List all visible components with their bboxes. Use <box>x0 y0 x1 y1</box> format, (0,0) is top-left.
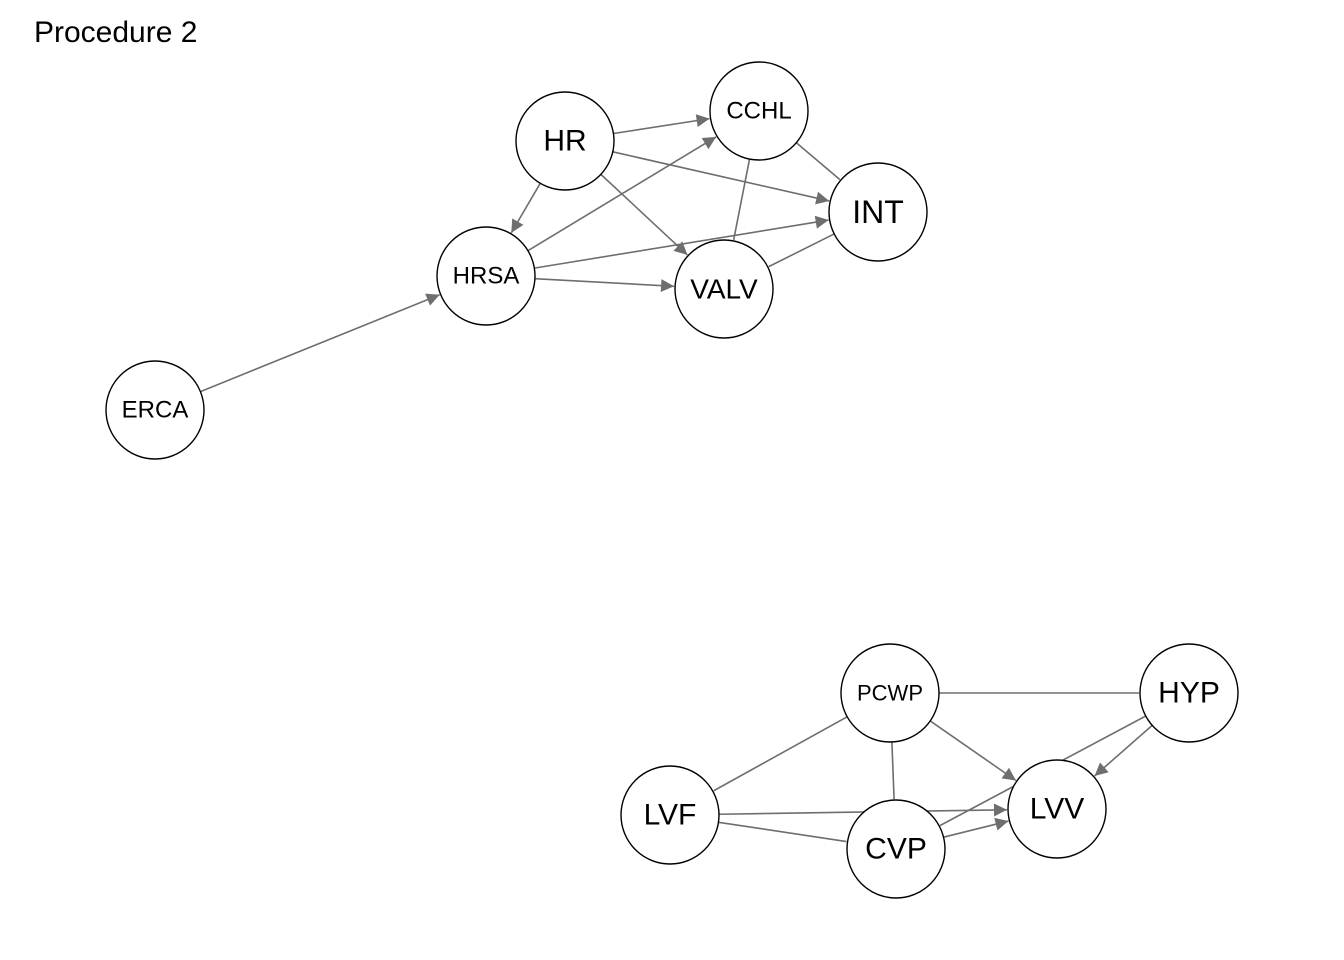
edge-pcwp-cvp <box>891 741 895 800</box>
node-cvp: CVP <box>846 799 946 899</box>
node-label: VALV <box>690 274 758 305</box>
node-circle <box>674 239 774 339</box>
node-lvv: LVV <box>1007 759 1107 859</box>
node-circle <box>840 643 940 743</box>
node-lvf: LVF <box>620 765 720 865</box>
node-cchl: CCHL <box>709 61 809 161</box>
node-circle <box>105 360 205 460</box>
node-valv: VALV <box>674 239 774 339</box>
edge-hrsa-int <box>534 215 829 269</box>
node-label: HRSA <box>453 263 520 290</box>
edge-hr-int <box>612 151 830 205</box>
edge-pcwp-lvf <box>713 716 848 792</box>
node-int: INT <box>828 162 928 262</box>
node-circle <box>1007 759 1107 859</box>
edges-layer <box>200 114 1153 843</box>
edge-hrsa-cchl <box>527 136 717 252</box>
edge-lvf-cvp <box>718 821 847 843</box>
node-label: LVF <box>644 799 697 832</box>
node-label: CCHL <box>726 98 791 125</box>
edge-hrsa-valv <box>534 277 675 293</box>
node-circle <box>1139 643 1239 743</box>
node-label: ERCA <box>122 397 189 424</box>
node-pcwp: PCWP <box>840 643 940 743</box>
node-circle <box>436 226 536 326</box>
node-circle <box>709 61 809 161</box>
node-label: CVP <box>865 833 927 866</box>
node-label: LVV <box>1030 793 1084 826</box>
node-circle <box>846 799 946 899</box>
edge-int-valv <box>768 233 835 268</box>
nodes-layer: HR CCHL INT HRSA VALV ERCA PCWP HYP LVF LVV CVP <box>105 61 1239 899</box>
edge-hyp-lvv <box>1094 724 1153 777</box>
node-erca: ERCA <box>105 360 205 460</box>
edge-pcwp-lvv <box>929 720 1017 782</box>
node-label: PCWP <box>857 681 923 706</box>
edge-hr-hrsa <box>510 182 541 234</box>
node-circle <box>620 765 720 865</box>
node-hyp: HYP <box>1139 643 1239 743</box>
diagram-title: Procedure 2 <box>34 16 198 49</box>
node-label: INT <box>852 194 904 230</box>
node-label: HYP <box>1158 677 1220 710</box>
edge-cchl-valv <box>732 158 751 241</box>
node-circle <box>515 91 615 191</box>
edge-erca-hrsa <box>200 293 440 393</box>
edge-hr-valv <box>600 173 688 256</box>
edge-hr-cchl <box>613 114 710 135</box>
node-label: HR <box>543 125 586 158</box>
edge-cchl-int <box>795 142 841 181</box>
edge-cvp-lvv <box>943 817 1009 838</box>
node-hr: HR <box>515 91 615 191</box>
node-hrsa: HRSA <box>436 226 536 326</box>
node-circle <box>828 162 928 262</box>
